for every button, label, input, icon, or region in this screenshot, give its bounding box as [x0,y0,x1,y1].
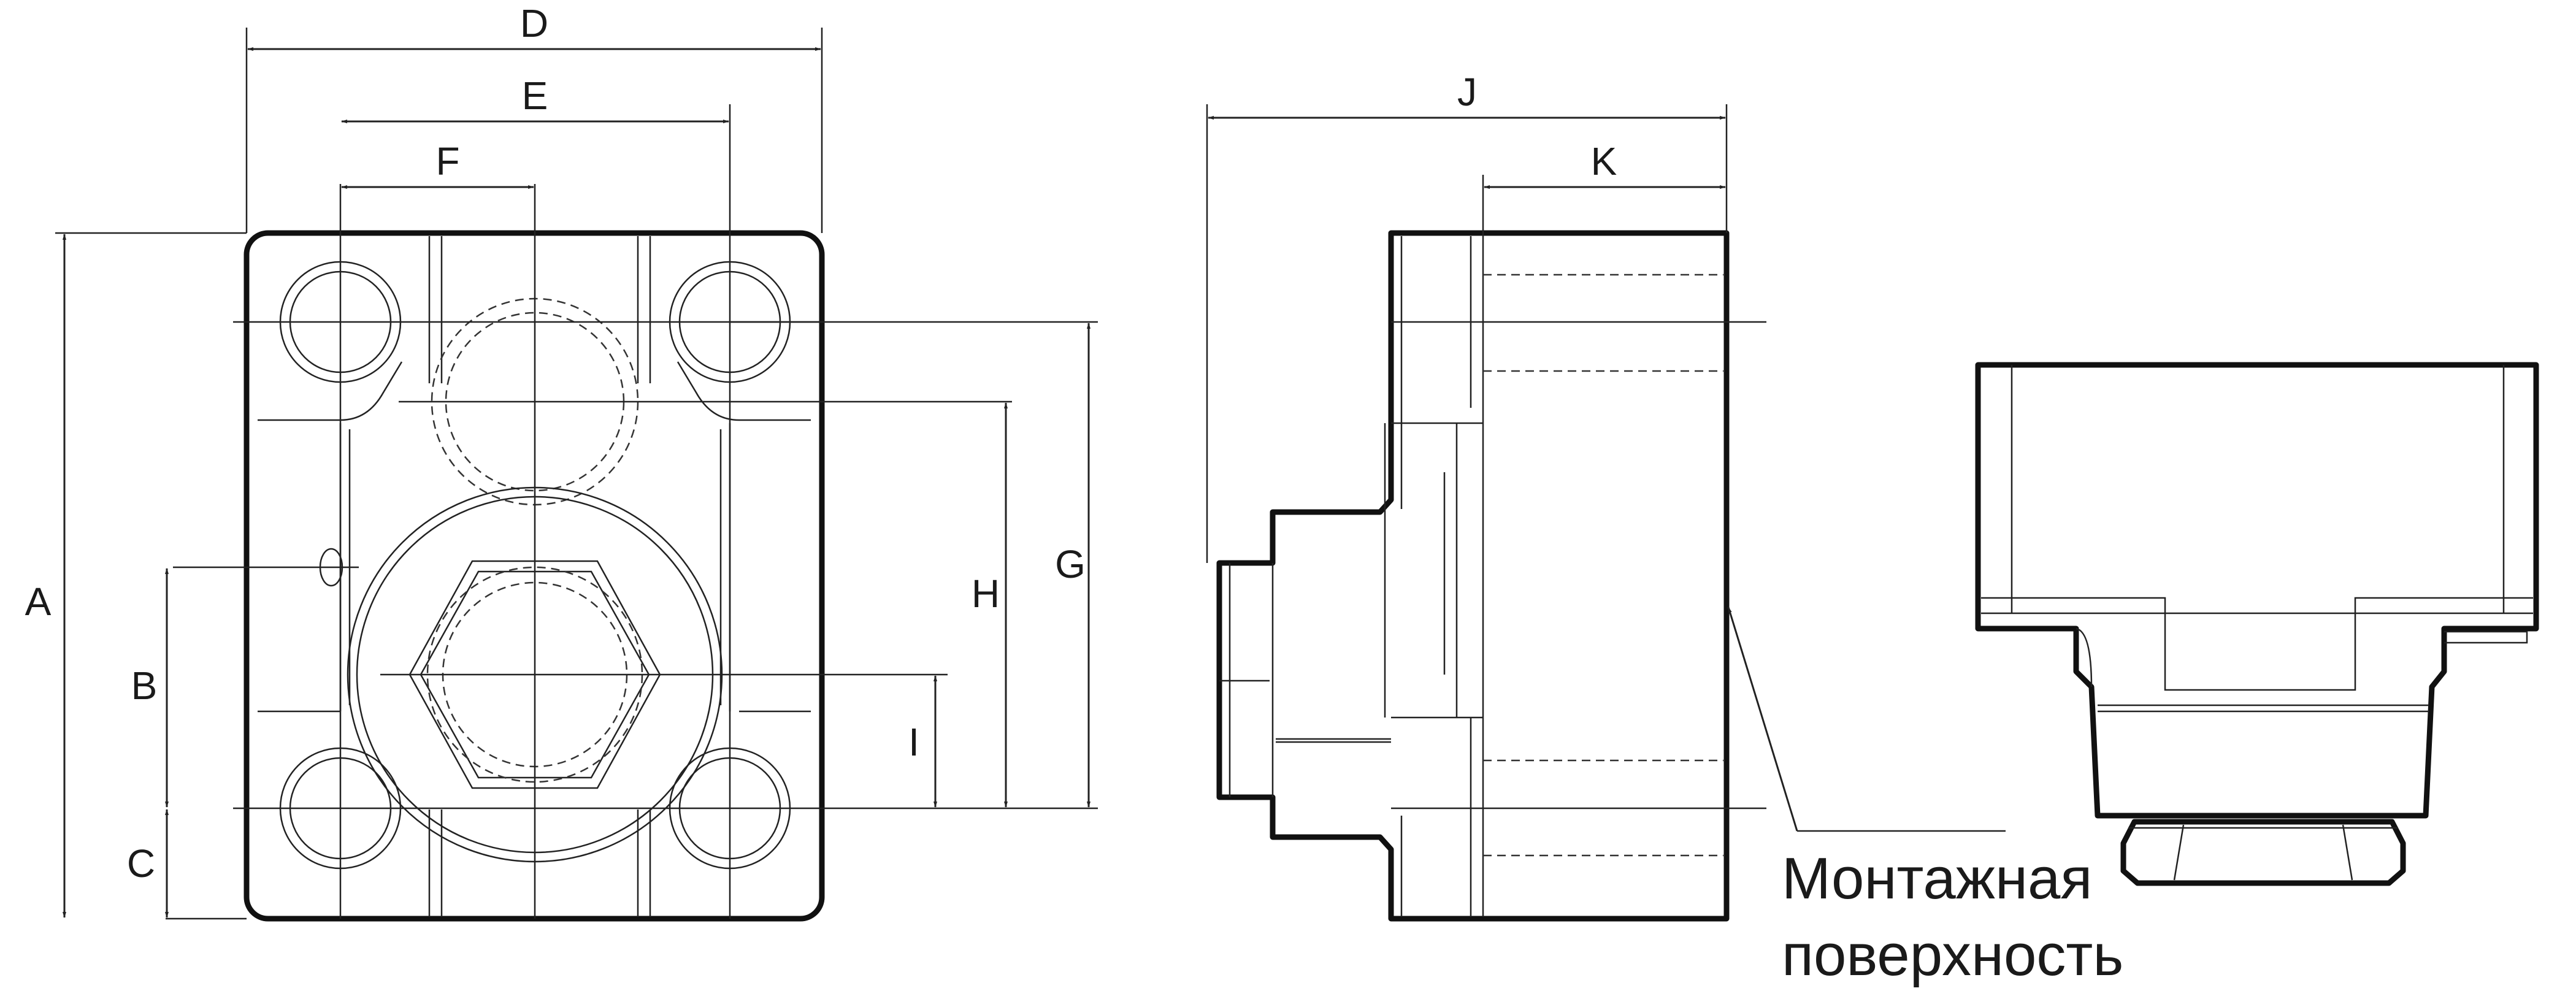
label-G: G [1055,542,1086,586]
label-A: A [25,580,52,624]
side-view: J K [1206,70,2006,922]
label-J: J [1457,70,1477,114]
front-view: D E F A B C G H I [25,1,1098,922]
leader-line [1727,607,1798,832]
label-C: C [127,841,155,886]
mounting-surface-line2: поверхность [1782,922,2123,988]
label-I: I [908,720,919,764]
hex-nut-bottom [2120,819,2406,886]
label-H: H [972,572,1000,616]
label-K: K [1591,139,1617,183]
top-view [1975,362,2539,886]
label-F: F [435,139,459,183]
mounting-surface-line1: Монтажная [1782,846,2092,911]
label-B: B [131,664,158,708]
side-body-outline [1216,230,1730,922]
label-E: E [522,74,548,118]
top-body-outline [1975,362,2539,819]
label-D: D [520,1,548,45]
